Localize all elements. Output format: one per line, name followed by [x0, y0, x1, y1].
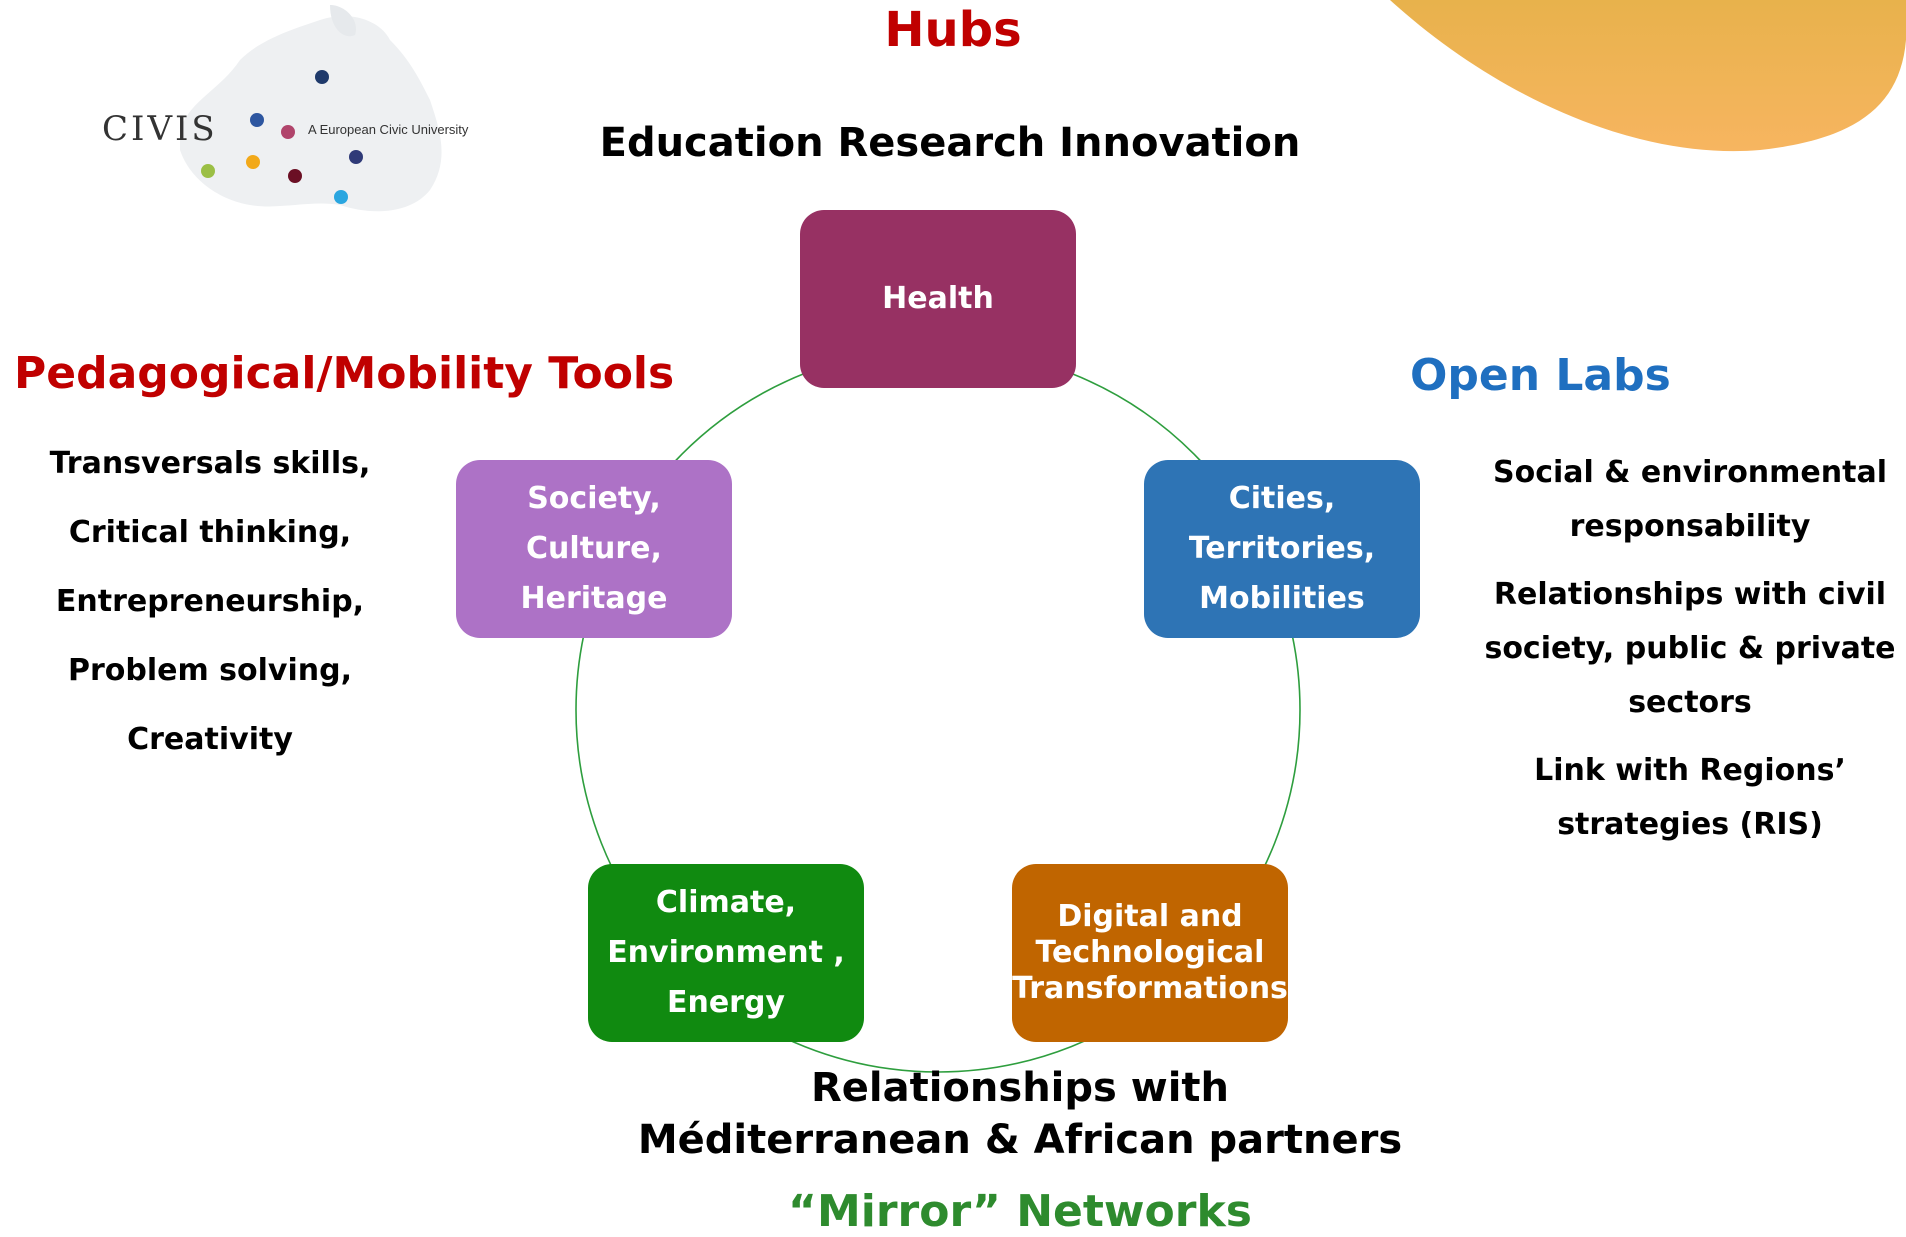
logo-dot — [334, 190, 348, 204]
hub-label: Digital and Technological Transformation… — [1012, 899, 1288, 1006]
hub-label: Society, Culture, Heritage — [520, 481, 668, 616]
hub-label: Cities, Territories, Mobilities — [1188, 481, 1376, 616]
subtitle: Education Research Innovation — [599, 120, 1301, 166]
hub-health[interactable]: Health — [800, 210, 1076, 388]
list-item: Link with Regions’ strategies (RIS) — [1534, 753, 1846, 842]
list-item: Creativity — [127, 722, 293, 757]
partners-line-2: Méditerranean & African partners — [637, 1117, 1403, 1163]
hub-climate[interactable]: Climate, Environment , Energy — [588, 864, 864, 1042]
list-item: Entrepreneurship, — [55, 584, 365, 619]
list-item: Critical thinking, — [68, 515, 352, 550]
logo-dot — [246, 155, 260, 169]
partners-line-1: Relationships with — [810, 1065, 1230, 1111]
logo-dot — [250, 113, 264, 127]
hub-digital[interactable]: Digital and Technological Transformation… — [1012, 864, 1288, 1042]
list-item: Transversals skills, — [49, 446, 371, 481]
open-labs-list: Social & environmental responsability Re… — [1480, 446, 1900, 866]
mirror-networks: “Mirror” Networks — [788, 1186, 1252, 1237]
logo-dot — [349, 150, 363, 164]
page-title: Hubs — [884, 2, 1022, 58]
open-labs-heading: Open Labs — [1410, 350, 1671, 401]
logo-tagline: A European Civic University — [308, 122, 469, 137]
pedagogical-list: Transversals skills, Critical thinking, … — [30, 446, 390, 791]
logo-dot — [288, 169, 302, 183]
pedagogical-heading: Pedagogical/Mobility Tools — [14, 348, 675, 399]
list-item: Social & environmental responsability — [1493, 455, 1887, 544]
logo-dot — [315, 70, 329, 84]
list-item: Problem solving, — [67, 653, 353, 688]
hub-label: Health — [882, 281, 994, 316]
hub-cities[interactable]: Cities, Territories, Mobilities — [1144, 460, 1420, 638]
hub-label: Climate, Environment , Energy — [607, 885, 845, 1020]
logo-dot — [201, 164, 215, 178]
civis-logo: CIVIS A European Civic University — [102, 5, 469, 212]
logo-wordmark: CIVIS — [102, 109, 218, 149]
partners-text: Relationships with Méditerranean & Afric… — [620, 1062, 1420, 1166]
hub-society[interactable]: Society, Culture, Heritage — [456, 460, 732, 638]
logo-dot — [281, 125, 295, 139]
list-item: Relationships with civil society, public… — [1484, 577, 1896, 720]
